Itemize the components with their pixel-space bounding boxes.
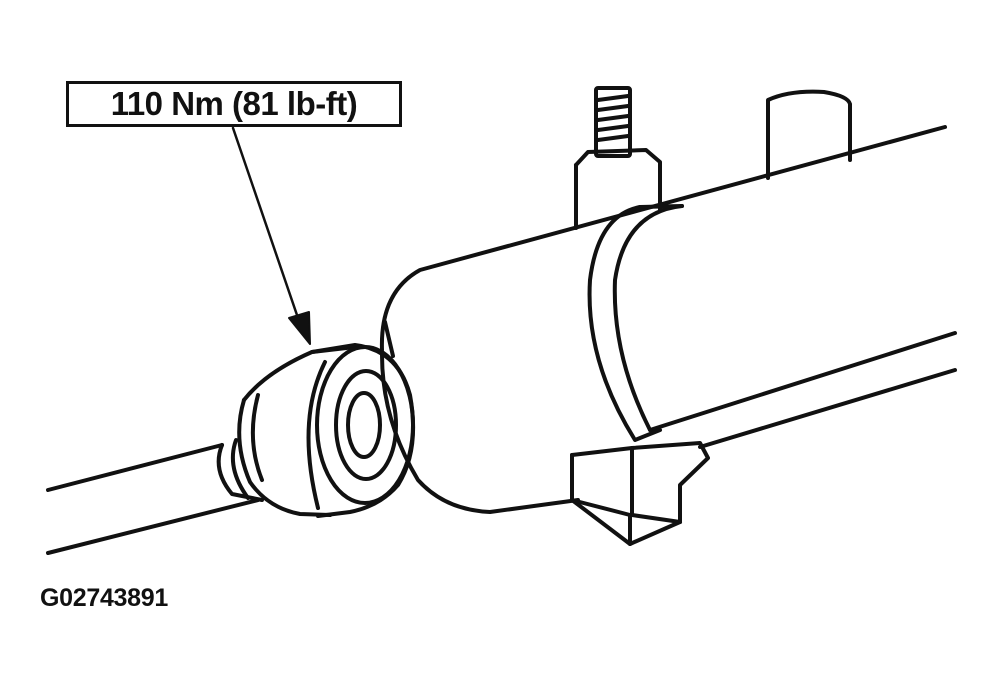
- torque-spec-label: 110 Nm (81 lb-ft): [110, 85, 358, 122]
- callout-leader-arrow: [231, 126, 311, 345]
- wrench: [570, 441, 710, 546]
- mounting-stud: [574, 86, 662, 230]
- rack-housing: [379, 125, 957, 514]
- jam-nut: [306, 343, 416, 518]
- figure-code-label: G02743891: [40, 584, 168, 612]
- tie-rod: [46, 443, 260, 555]
- housing-band: [587, 204, 684, 442]
- mounting-boss: [766, 89, 852, 180]
- tie-rod-collar: [216, 438, 264, 502]
- torque-callout-box: 110 Nm (81 lb-ft): [66, 81, 402, 127]
